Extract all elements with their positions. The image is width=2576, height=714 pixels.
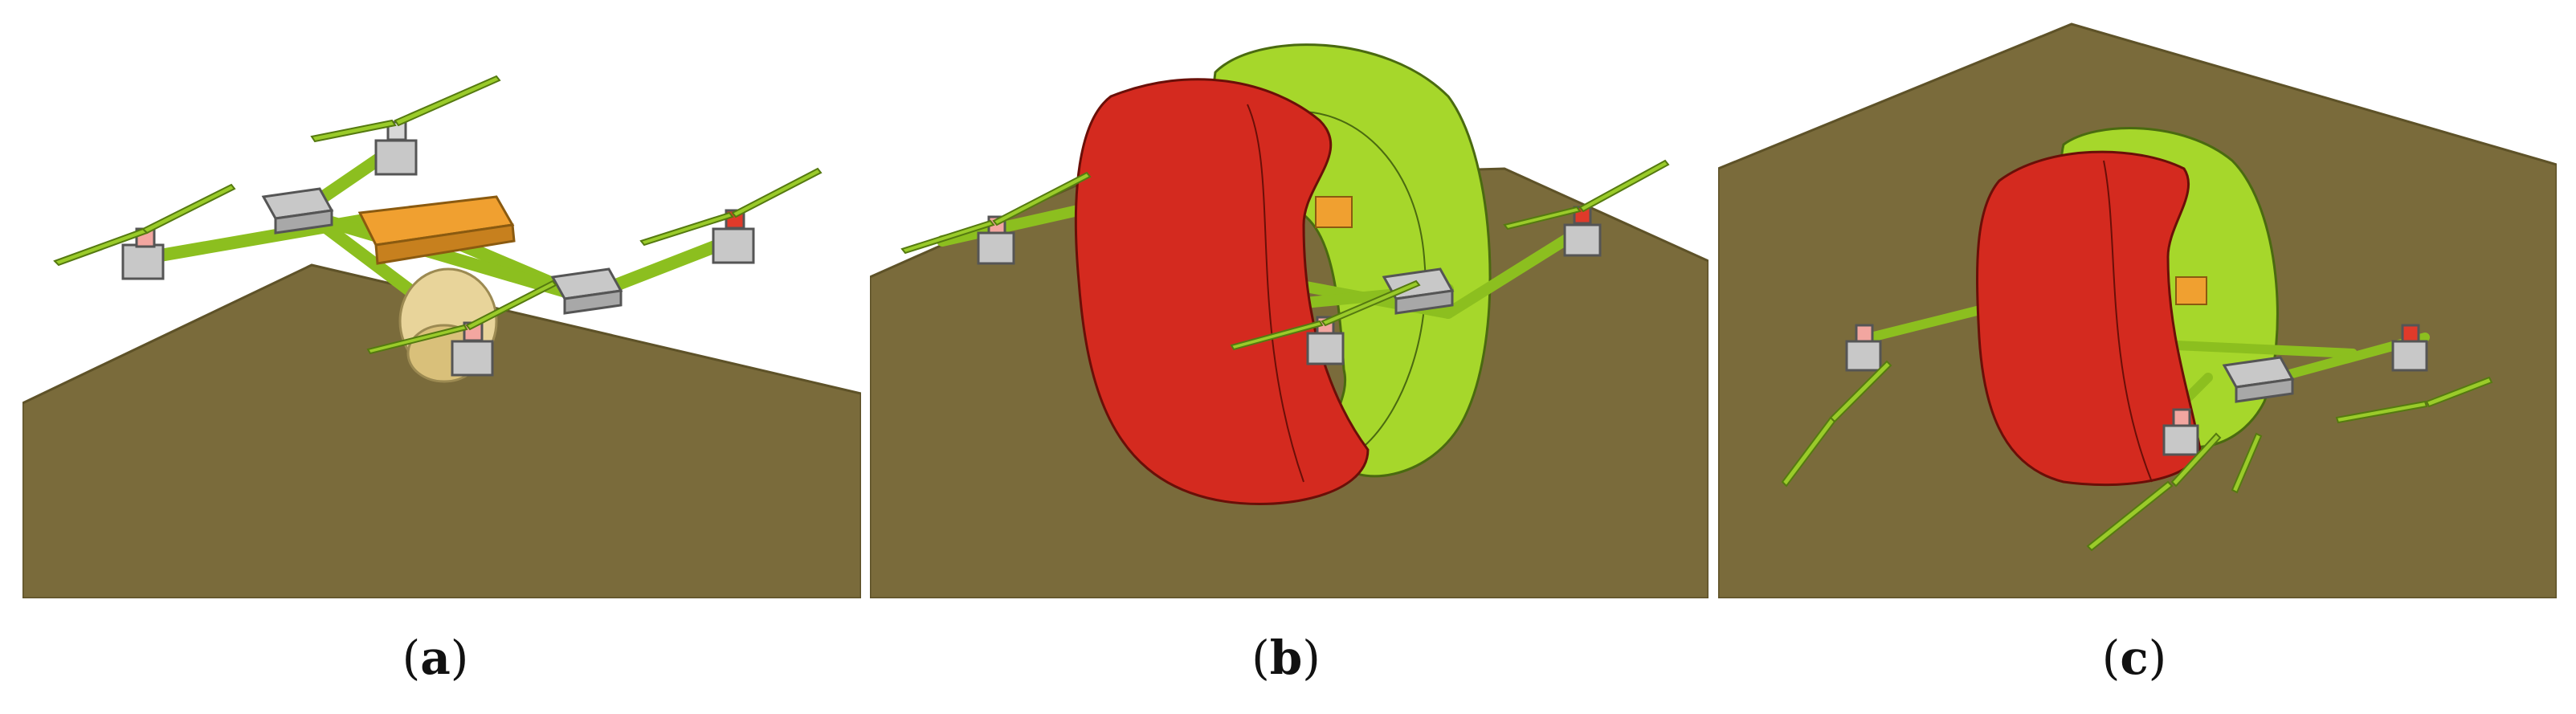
ground-plane: [22, 263, 861, 598]
motor-housing: [2391, 340, 2428, 372]
motor-housing: [712, 227, 755, 264]
panel-b-drone-airbag-inflated: [870, 0, 1708, 598]
caption-a: (a): [402, 630, 469, 685]
panel-a-drone-no-airbag: [22, 0, 861, 598]
airbag-red-lobe: [1976, 150, 2202, 487]
motor-housing: [121, 243, 165, 280]
motor-housing: [977, 231, 1015, 265]
motor-housing: [1306, 332, 1345, 365]
caption-b: (b): [1251, 630, 1321, 685]
airbag-icon: [870, 43, 1708, 598]
battery-box: [2175, 276, 2207, 305]
motor-housing: [1845, 340, 1882, 372]
propellers: [1781, 360, 2493, 552]
quadrotor-drone-icon: [22, 75, 861, 598]
airbag-red-lobe: [1074, 78, 1370, 505]
propellers: [900, 159, 1670, 351]
motor-housing: [1563, 223, 1602, 257]
motor-housing: [374, 139, 418, 176]
motor-housing: [2162, 424, 2199, 456]
caption-c: (c): [2101, 630, 2167, 685]
battery-box: [1315, 196, 1353, 228]
motor-housing: [451, 340, 494, 377]
airbag-icon: [1718, 22, 2557, 598]
propellers: [53, 75, 823, 355]
panel-c-drone-airbag-impact: [1718, 0, 2557, 598]
